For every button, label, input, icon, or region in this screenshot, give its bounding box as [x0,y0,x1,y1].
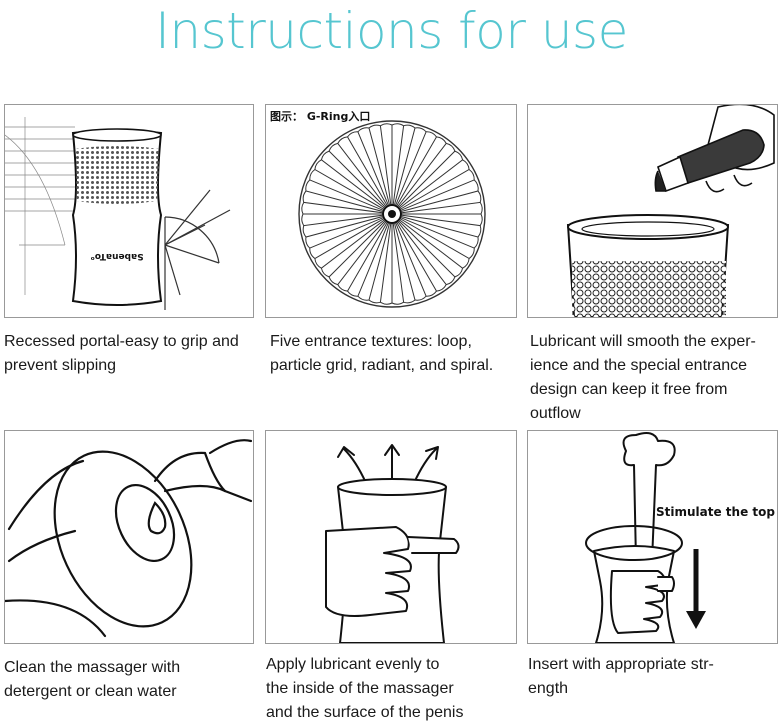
page-title: Instructions for use [155,2,628,60]
texture-ray [301,213,383,227]
texture-ray [398,220,456,286]
texture-ray [401,201,483,215]
texture-ray [301,202,382,215]
texture-ray [346,131,388,206]
panel-clean [4,430,254,644]
texture-ray [314,159,384,210]
texture-ray [391,223,405,305]
texture-ray [337,136,387,207]
texture-ray [394,127,427,205]
texture-ray [399,159,470,209]
texture-ray [396,136,447,206]
texture-ray [309,169,383,211]
texture-ray [396,222,438,297]
texture-ray [397,221,447,292]
texture-ray [357,223,390,301]
texture-ray [380,224,393,305]
texture-ray [399,219,464,278]
texture-ray [314,219,385,269]
texture-ray [302,216,383,238]
texture-ray [347,223,389,297]
texture-ray [305,217,383,249]
texture-ray [391,123,404,204]
texture-ray [395,223,427,301]
texture-ray [397,142,456,207]
texture-ray [379,123,393,205]
panel-textures: 图示： G-Ring入口 [265,104,517,318]
stimulation-zone [585,525,683,561]
panel-lubricant [527,104,778,318]
texture-ray [320,150,385,209]
panel-insert: Stimulate the top [527,430,778,644]
grip-illustration: SabenaToᵒ [5,117,231,310]
texture-ray [392,124,416,205]
texture-label: 图示： G-Ring入口 [270,110,371,123]
stimulate-label: Stimulate the top [656,505,775,519]
insert-illustration [585,432,706,643]
texture-ray [401,179,479,211]
brand-logo: SabenaToᵒ [90,251,143,261]
caption-lubricant: Lubricant will smooth the exper- ience a… [530,333,756,422]
texture-ray [401,190,482,212]
caption-grip: Recessed portal-easy to grip and prevent… [4,333,239,374]
texture-ray [400,218,470,269]
panel-apply [265,430,517,644]
texture-ray [337,222,388,292]
clean-illustration [5,439,253,638]
texture-ray [309,218,384,260]
texture-ray [402,213,483,226]
texture-ray [305,179,383,212]
texture-ray [401,217,475,259]
texture-ray [368,223,392,304]
texture-ray [401,216,479,249]
texture-ray [302,190,383,214]
apply-illustration [325,444,460,643]
texture-ray [328,142,386,208]
panel-grip: SabenaToᵒ [4,104,254,318]
caption-clean: Clean the massager with detergent or cle… [4,659,181,700]
texture-ray [328,221,387,286]
caption-textures: Five entrance textures: loop, particle g… [270,333,494,374]
texture-ray [394,223,416,304]
texture-ray [368,124,390,205]
textures-illustration [298,120,486,308]
texture-ray [357,127,389,205]
caption-insert: Insert with appropriate str- ength [528,656,714,697]
caption-apply: Apply lubricant evenly to the inside of … [266,656,464,721]
texture-ray [398,150,464,208]
texture-ray [400,168,475,210]
texture-ray [401,214,482,238]
lubricant-illustration [566,105,775,317]
texture-ray [395,131,437,205]
texture-ray [320,220,386,278]
